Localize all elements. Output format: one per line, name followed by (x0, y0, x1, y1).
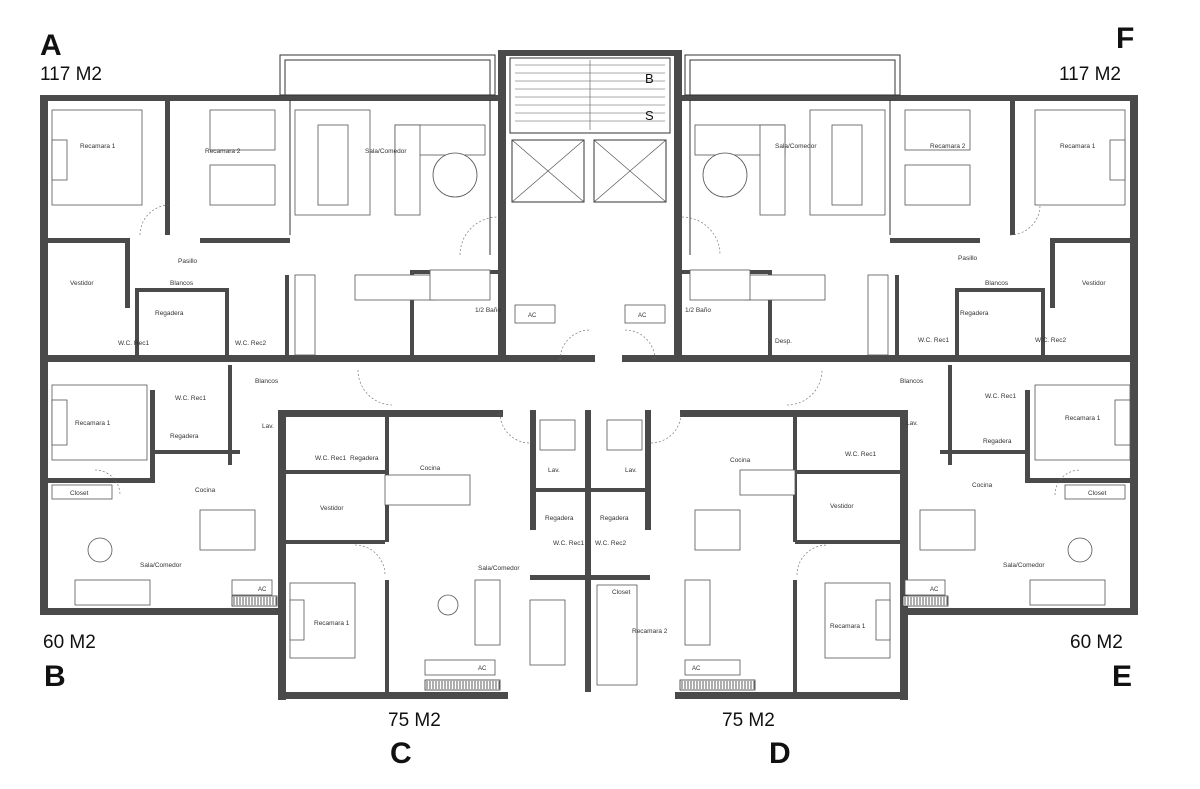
unit-a-letter: A (40, 29, 62, 62)
unit-b-closet-label: Closet (70, 490, 89, 497)
unit-f-recamara2-label: Recamara 2 (930, 143, 966, 150)
unit-f-regadera-label: Regadera (960, 310, 989, 317)
unit-b-regadera-label: Regadera (170, 433, 199, 440)
center-regadera-left-label: Regadera (545, 515, 574, 522)
unit-c-furniture: AC Recamara 1 Cocina Sala/Comedor Vestid… (289, 455, 566, 676)
unit-d-ac-label: AC (692, 666, 701, 672)
door-swings (94, 204, 1081, 576)
unit-d-vestidor-label: Vestidor (830, 503, 854, 510)
unit-f-wc2-label: W.C. Rec2 (1035, 337, 1066, 344)
unit-a-recamara2-label: Recamara 2 (205, 148, 241, 155)
center-lav-left-label: Lav. (548, 467, 560, 474)
unit-c-wc1-label: W.C. Rec1 (315, 455, 346, 462)
unit-a-furniture: AC Recamara 1 Recamara 2 Sala/Comedor Pa… (51, 109, 556, 356)
unit-f-mediobano-label: 1/2 Baño (685, 307, 711, 314)
stair-core: B S (509, 57, 671, 203)
unit-b-sala-label: Sala/Comedor (140, 562, 182, 569)
balcony-hatches (231, 595, 949, 691)
unit-b-blancos-label: Blancos (255, 378, 279, 385)
unit-a-recamara1-label: Recamara 1 (80, 143, 116, 150)
unit-d-recamara1-label: Recamara 1 (830, 623, 866, 630)
unit-c-cocina-label: Cocina (420, 465, 441, 472)
unit-e-area: 60 M2 (1070, 632, 1123, 653)
unit-c-recamara1-label: Recamara 1 (314, 620, 350, 627)
unit-f-letter: F (1116, 22, 1134, 55)
unit-d-cocina-label: Cocina (730, 457, 751, 464)
unit-e-letter: E (1112, 660, 1132, 693)
unit-e-ac-label: AC (930, 587, 939, 593)
unit-d-wc1-label: W.C. Rec1 (845, 451, 876, 458)
unit-c-regadera-label: Regadera (350, 455, 379, 462)
unit-e-recamara1-label: Recamara 1 (1065, 415, 1101, 422)
unit-b-recamara1-label: Recamara 1 (75, 420, 111, 427)
unit-e-cocina-label: Cocina (972, 482, 993, 489)
unit-e-furniture: AC Recamara 1 Closet Cocina Sala/Comedor… (900, 378, 1131, 606)
unit-d-area: 75 M2 (722, 710, 775, 731)
stair-marker-s: S (645, 108, 654, 123)
unit-a-pasillo-label: Pasillo (178, 258, 198, 265)
center-wc-right-label: W.C. Rec2 (595, 540, 626, 547)
unit-c-letter: C (390, 737, 412, 770)
unit-c-vestidor-label: Vestidor (320, 505, 344, 512)
unit-e-lav-label: Lav. (906, 420, 918, 427)
unit-b-ac-label: AC (258, 587, 267, 593)
unit-e-sala-label: Sala/Comedor (1003, 562, 1045, 569)
unit-a-wc2-label: W.C. Rec2 (235, 340, 266, 347)
unit-f-pasillo-label: Pasillo (958, 255, 978, 262)
center-wc-left-label: W.C. Rec1 (553, 540, 584, 547)
unit-f-furniture: AC Recamara 1 Recamara 2 Sala/Comedor Pa… (624, 109, 1126, 356)
unit-e-blancos-label: Blancos (900, 378, 924, 385)
unit-a-mediobano-label: 1/2 Baño (475, 307, 501, 314)
unit-e-wc1-label: W.C. Rec1 (985, 393, 1016, 400)
unit-b-furniture: AC Recamara 1 Closet Cocina Sala/Comedor… (51, 378, 279, 606)
unit-a-sala-label: Sala/Comedor (365, 148, 407, 155)
unit-f-blancos-label: Blancos (985, 280, 1009, 287)
center-block: Lav. Lav. Regadera Regadera W.C. Rec1 W.… (539, 419, 643, 547)
unit-b-letter: B (44, 660, 66, 693)
unit-d-furniture: AC Recamara 1 Recamara 2 Closet Cocina V… (596, 451, 891, 686)
unit-a-area: 117 M2 (40, 64, 102, 85)
unit-c-sala-label: Sala/Comedor (478, 565, 520, 572)
unit-f-sala-label: Sala/Comedor (775, 143, 817, 150)
unit-d-recamara2-label: Recamara 2 (632, 628, 668, 635)
unit-a-wc1-label: W.C. Rec1 (118, 340, 149, 347)
unit-f-desp-label: Desp. (775, 338, 792, 345)
unit-f-wc1-label: W.C. Rec1 (918, 337, 949, 344)
unit-f-recamara1-label: Recamara 1 (1060, 143, 1096, 150)
unit-d-closet-label: Closet (612, 589, 631, 596)
unit-e-regadera-label: Regadera (983, 438, 1012, 445)
exterior-walls (40, 50, 1138, 700)
unit-b-lav-label: Lav. (262, 423, 274, 430)
unit-a-regadera-label: Regadera (155, 310, 184, 317)
unit-f-area: 117 M2 (1059, 64, 1121, 85)
unit-a-vestidor-label: Vestidor (70, 280, 94, 287)
unit-d-letter: D (769, 737, 791, 770)
center-lav-right-label: Lav. (625, 467, 637, 474)
unit-a-blancos-label: Blancos (170, 280, 194, 287)
unit-f-ac-label: AC (638, 313, 647, 319)
unit-c-area: 75 M2 (388, 710, 441, 731)
unit-b-wc1-label: W.C. Rec1 (175, 395, 206, 402)
unit-c-ac-label: AC (478, 666, 487, 672)
unit-f-vestidor-label: Vestidor (1082, 280, 1106, 287)
stair-marker-b: B (645, 71, 654, 86)
unit-a-ac-label: AC (528, 313, 537, 319)
unit-b-cocina-label: Cocina (195, 487, 216, 494)
center-regadera-right-label: Regadera (600, 515, 629, 522)
unit-b-area: 60 M2 (43, 632, 96, 653)
unit-e-closet-label: Closet (1088, 490, 1107, 497)
